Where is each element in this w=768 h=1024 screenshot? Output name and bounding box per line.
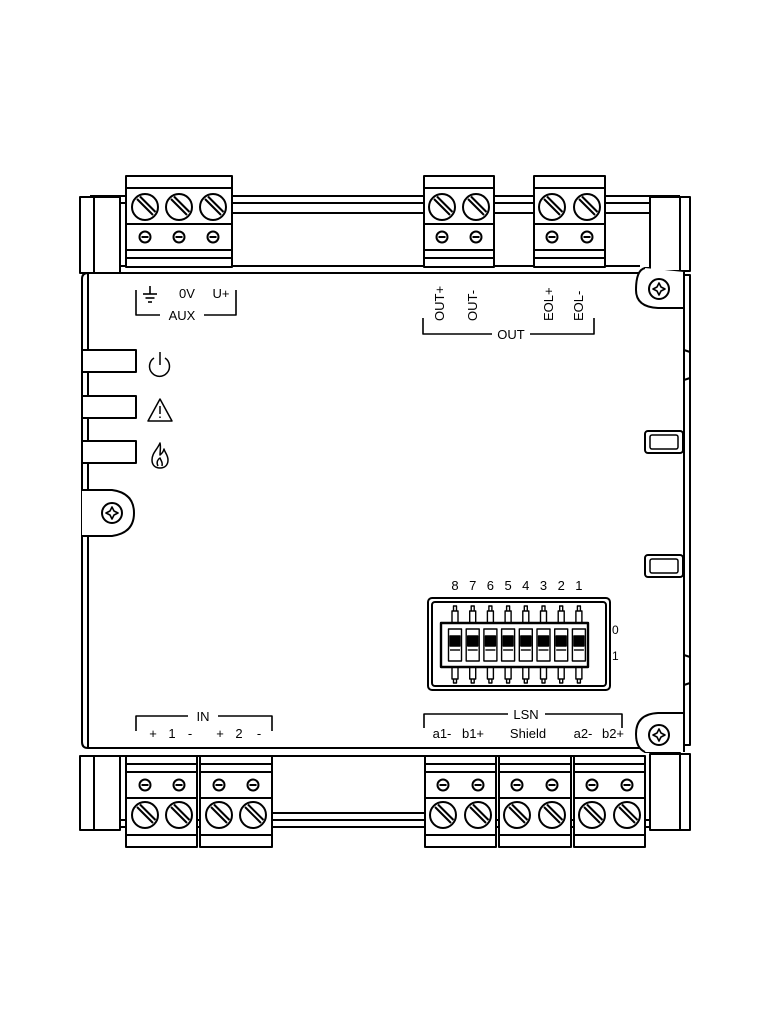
dip-switch-lever[interactable] <box>554 605 569 684</box>
dip-switch-lever[interactable] <box>518 605 533 684</box>
led-warning <box>81 395 173 422</box>
lsn-b1-label: b1+ <box>462 726 484 741</box>
aux-label-group: 0V U+ AUX <box>135 286 237 323</box>
dip-switch-number: 7 <box>469 578 476 593</box>
lsn-a1-label: a1- <box>433 726 452 741</box>
terminal-block-eol <box>533 175 606 268</box>
dip-switch-lever[interactable] <box>483 605 498 684</box>
lsn-b2-label: b2+ <box>602 726 624 741</box>
aux-u-plus-label: U+ <box>213 286 230 301</box>
dip-switch-lever[interactable] <box>447 605 463 684</box>
in2-minus-label: - <box>257 726 261 741</box>
eol-minus-label: EOL- <box>571 291 586 321</box>
flame-icon <box>151 442 169 469</box>
aux-group-label: AUX <box>169 308 196 323</box>
terminal-block-aux <box>125 175 233 268</box>
out-label-group: OUT+ OUT- EOL+ EOL- OUT <box>422 286 595 342</box>
dip-switch-number: 6 <box>487 578 494 593</box>
led-fire <box>81 440 169 469</box>
dip-switch-lever[interactable] <box>536 605 551 684</box>
terminal-block-in-2 <box>199 755 273 848</box>
in1-plus-label: + <box>149 726 157 741</box>
aux-0v-label: 0V <box>179 286 195 301</box>
led-window <box>81 349 137 373</box>
ground-icon <box>143 286 157 303</box>
dip-switch-number: 4 <box>522 578 529 593</box>
out-plus-label: OUT+ <box>432 286 447 321</box>
in2-number-label: 2 <box>235 726 242 741</box>
dip-switch-number: 1 <box>575 578 582 593</box>
in-label-group: IN + 1 - + 2 - <box>135 709 273 741</box>
out-minus-label: OUT- <box>465 290 480 321</box>
dip-switch-number: 2 <box>558 578 565 593</box>
terminal-block-lsn-shield <box>498 755 572 848</box>
led-window <box>81 395 137 419</box>
in-group-label: IN <box>197 709 210 724</box>
in1-number-label: 1 <box>168 726 175 741</box>
lsn-shield-label: Shield <box>510 726 546 741</box>
terminal-block-in-1 <box>125 755 198 848</box>
dip-switch-number: 3 <box>540 578 547 593</box>
terminal-block-lsn-1 <box>424 755 497 848</box>
dip-switch-lever[interactable] <box>465 605 480 684</box>
terminal-block-out <box>423 175 495 268</box>
in2-plus-label: + <box>216 726 224 741</box>
in1-minus-label: - <box>188 726 192 741</box>
terminal-block-lsn-2 <box>573 755 646 848</box>
dip-switch-lever[interactable] <box>500 605 516 684</box>
lsn-a2-label: a2- <box>574 726 593 741</box>
warning-triangle-icon <box>147 398 173 422</box>
led-window <box>81 440 137 464</box>
dip-switch-number: 8 <box>451 578 458 593</box>
dip-state-on-label: 0 <box>612 623 619 637</box>
lsn-label-group: LSN a1- b1+ Shield a2- b2+ <box>423 707 624 741</box>
power-icon <box>148 352 171 378</box>
dip-switch-lever[interactable] <box>571 605 587 684</box>
led-power <box>81 349 171 378</box>
eol-plus-label: EOL+ <box>541 287 556 321</box>
dip-state-off-label: 1 <box>612 649 619 663</box>
dip-switch-number: 5 <box>504 578 511 593</box>
lsn-group-label: LSN <box>513 707 538 722</box>
out-group-label: OUT <box>497 327 525 342</box>
